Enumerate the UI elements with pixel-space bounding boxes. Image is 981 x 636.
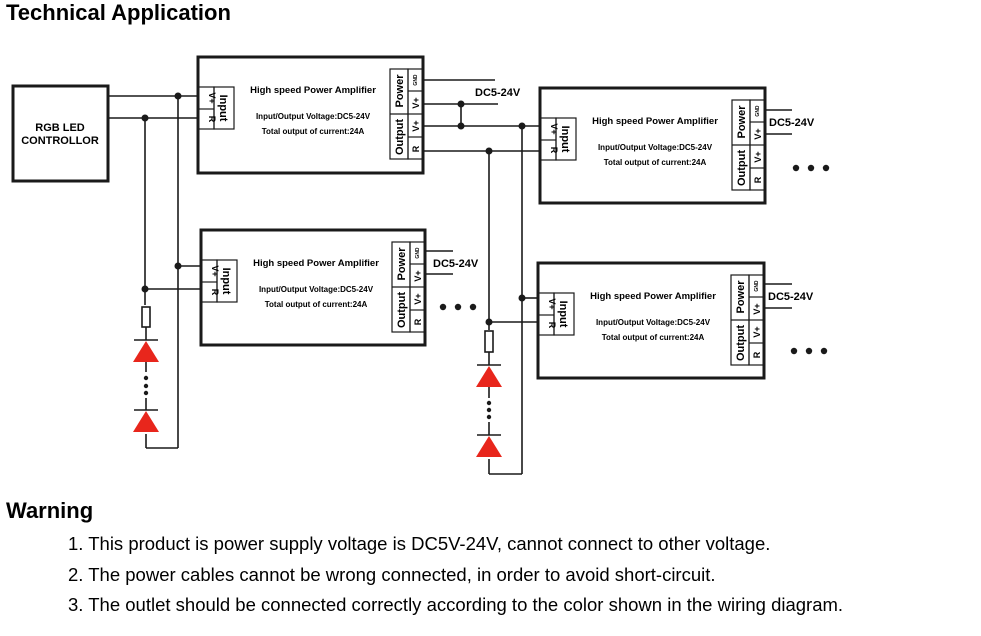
warning-item: 1. This product is power supply voltage … bbox=[68, 533, 771, 554]
pin-label-r: R bbox=[549, 147, 559, 154]
amplifier-voltage: Input/Output Voltage:DC5-24V bbox=[596, 318, 711, 327]
amplifier-current: Total output of current:24A bbox=[604, 158, 707, 167]
controller-label-line2: CONTROLLOR bbox=[21, 135, 99, 147]
ellipsis-dot bbox=[486, 407, 492, 413]
junction-dot bbox=[174, 262, 182, 270]
led-icon bbox=[133, 339, 159, 362]
junction-dot bbox=[485, 147, 493, 155]
output-label: Output bbox=[736, 150, 748, 186]
pin-label-vplus: V+ bbox=[411, 97, 421, 108]
output-label: Output bbox=[394, 119, 406, 155]
amplifier-voltage: Input/Output Voltage:DC5-24V bbox=[598, 143, 713, 152]
supply-voltage-label: DC5-24V bbox=[769, 117, 815, 129]
led-icon bbox=[476, 364, 502, 387]
output-power-terminal bbox=[389, 68, 424, 160]
power-label: Power bbox=[735, 280, 747, 314]
pin-label-r: R bbox=[411, 145, 421, 152]
warning-list: 1. This product is power supply voltage … bbox=[68, 532, 843, 624]
rgb-led-controller-box bbox=[11, 84, 110, 183]
continuation-ellipsis bbox=[790, 347, 828, 355]
output-power-terminal bbox=[731, 99, 766, 191]
input-terminal bbox=[200, 259, 238, 303]
output-power-terminal bbox=[391, 241, 426, 333]
pin-label-vplus: V+ bbox=[752, 326, 762, 337]
pin-label-vplus: V+ bbox=[411, 120, 421, 131]
pin-label-r: R bbox=[753, 176, 763, 183]
amplifier-name: High speed Power Amplifier bbox=[590, 291, 716, 302]
amplifier-name: High speed Power Amplifier bbox=[253, 258, 379, 269]
led-icon bbox=[476, 434, 502, 457]
pin-label-vplus: V+ bbox=[752, 303, 762, 314]
pin-label-vplus: V+ bbox=[547, 298, 557, 309]
input-label: Input bbox=[557, 301, 569, 328]
amplifier-current: Total output of current:24A bbox=[602, 333, 705, 342]
junction-dot bbox=[174, 92, 182, 100]
power-label: Power bbox=[394, 74, 406, 108]
pin-label-gnd: GND bbox=[415, 247, 421, 259]
led-icon bbox=[133, 409, 159, 432]
pin-label-r: R bbox=[210, 289, 220, 296]
input-label: Input bbox=[220, 268, 232, 295]
junction-dot bbox=[457, 100, 465, 108]
controller-label-line1: RGB LED bbox=[35, 122, 85, 134]
ellipsis-dot bbox=[143, 383, 149, 389]
amplifier-voltage: Input/Output Voltage:DC5-24V bbox=[256, 112, 371, 121]
junction-dot bbox=[518, 294, 526, 302]
resistor bbox=[484, 330, 494, 353]
pin-label-gnd: GND bbox=[755, 105, 761, 117]
continuation-ellipsis bbox=[792, 164, 830, 172]
warning-item: 2. The power cables cannot be wrong conn… bbox=[68, 563, 716, 585]
resistor bbox=[141, 306, 151, 328]
pin-label-r: R bbox=[207, 116, 217, 123]
page-title: Technical Application bbox=[6, 0, 231, 25]
input-label: Input bbox=[217, 95, 229, 122]
ellipsis-dot bbox=[143, 390, 149, 396]
pin-label-r: R bbox=[413, 318, 423, 325]
supply-voltage-label: DC5-24V bbox=[433, 258, 479, 270]
input-terminal bbox=[539, 117, 577, 161]
junction-dot bbox=[518, 122, 526, 130]
ellipsis-dot bbox=[486, 414, 492, 420]
amplifier-current: Total output of current:24A bbox=[265, 300, 368, 309]
pin-label-vplus: V+ bbox=[413, 270, 423, 281]
amplifier-current: Total output of current:24A bbox=[262, 127, 365, 136]
output-label: Output bbox=[396, 292, 408, 328]
pin-label-vplus: V+ bbox=[753, 128, 763, 139]
junction-dot bbox=[141, 285, 149, 293]
power-label: Power bbox=[736, 105, 748, 139]
input-terminal bbox=[197, 86, 235, 130]
pin-label-vplus: V+ bbox=[207, 92, 217, 103]
supply-voltage-label: DC5-24V bbox=[768, 291, 814, 303]
input-terminal bbox=[537, 292, 575, 336]
output-label: Output bbox=[735, 325, 747, 361]
pin-label-vplus: V+ bbox=[753, 151, 763, 162]
output-power-terminal bbox=[730, 274, 765, 366]
junction-dot bbox=[485, 318, 493, 326]
continuation-ellipsis bbox=[439, 303, 477, 311]
pin-label-r: R bbox=[752, 351, 762, 358]
amplifier-name: High speed Power Amplifier bbox=[250, 85, 376, 96]
power-label: Power bbox=[396, 247, 408, 281]
pin-label-vplus: V+ bbox=[413, 293, 423, 304]
pin-label-vplus: V+ bbox=[549, 123, 559, 134]
junction-dot bbox=[141, 114, 149, 122]
warning-title: Warning bbox=[6, 498, 94, 523]
warning-item: 3. The outlet should be connected correc… bbox=[68, 594, 844, 615]
input-label: Input bbox=[559, 126, 571, 153]
amplifier-name: High speed Power Amplifier bbox=[592, 116, 718, 127]
pin-label-gnd: GND bbox=[413, 74, 419, 86]
supply-voltage-label: DC5-24V bbox=[475, 87, 521, 99]
pin-label-gnd: GND bbox=[754, 280, 760, 292]
amplifier-voltage: Input/Output Voltage:DC5-24V bbox=[259, 285, 374, 294]
junction-dot bbox=[457, 122, 465, 130]
pin-label-vplus: V+ bbox=[210, 265, 220, 276]
ellipsis-dot bbox=[486, 400, 492, 406]
pin-label-r: R bbox=[547, 322, 557, 329]
ellipsis-dot bbox=[143, 375, 149, 381]
